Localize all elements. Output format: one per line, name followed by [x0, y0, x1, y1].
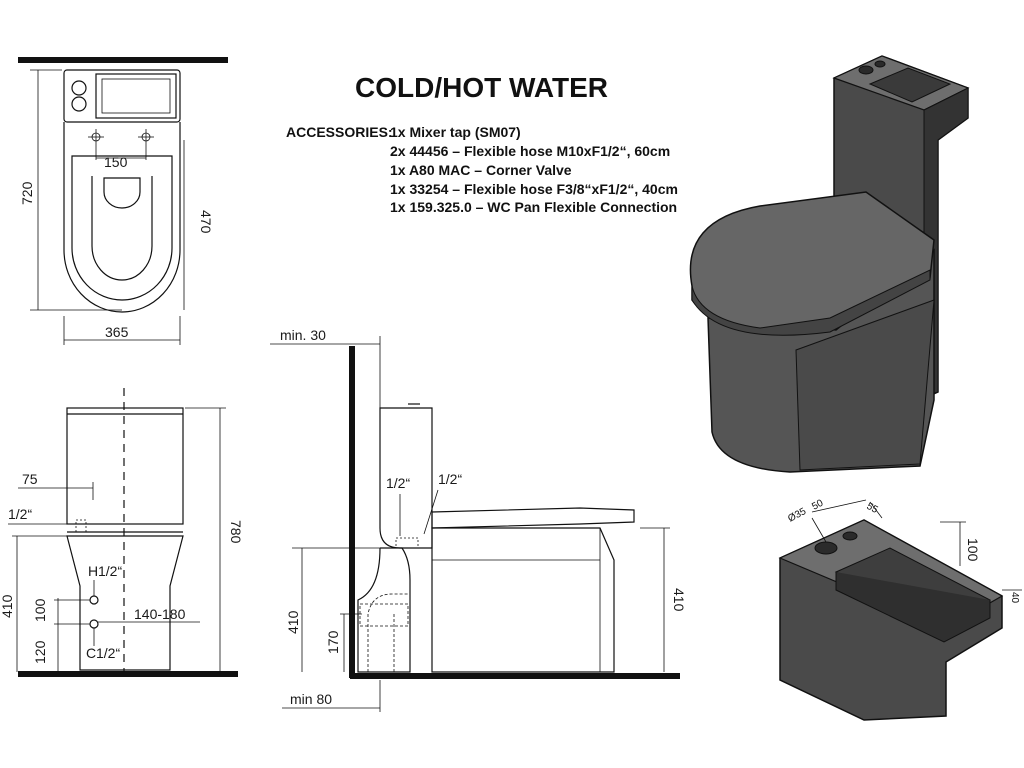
thread-right: 1/2“ [438, 471, 462, 487]
cold-label: C [86, 645, 96, 661]
pan-height-dim: 410 [671, 588, 687, 612]
pan-bowl [91, 176, 153, 281]
basin-inner [101, 78, 171, 114]
accessory-item: 1x 33254 – Flexible hose F3/8“xF1/2“, 40… [390, 181, 678, 197]
rim-dim: 40 [1009, 592, 1020, 604]
outlet-height-dim: 170 [325, 630, 341, 654]
hot-thread: 1/2“ [98, 563, 122, 579]
total-length-dim: 720 [19, 181, 35, 205]
hole-spacing-dim: 150 [104, 154, 128, 170]
seat-side [431, 507, 635, 529]
inlet-height-dim: 120 [32, 640, 48, 664]
offset-dim: 75 [22, 471, 38, 487]
inlet-height-dim: 410 [285, 610, 301, 634]
toilet-render [689, 55, 970, 473]
cistern-outline [63, 69, 181, 123]
waste-pipe [357, 547, 411, 673]
cistern-front [66, 407, 184, 525]
cold-inlet [89, 619, 99, 629]
pan-depth-dim: 470 [198, 210, 214, 234]
top-view: 150 720 470 365 [18, 57, 228, 345]
thread-label: 1/2“ [8, 506, 32, 522]
cold-thread: 1/2“ [96, 645, 120, 661]
min-clearance-top: min. 30 [280, 327, 326, 343]
basin-outline [95, 73, 177, 119]
accessories-label: ACCESSORIES: [286, 124, 393, 140]
pan-outline [63, 122, 181, 313]
button-icon [71, 80, 87, 96]
seat-height-dim: 410 [0, 594, 15, 618]
basin-depth-dim: 100 [965, 538, 981, 562]
pan-front [66, 535, 184, 671]
accessory-item: 1x A80 MAC – Corner Valve [390, 162, 572, 178]
width-dim: 365 [105, 324, 129, 340]
offset-b-dim: 55 [865, 501, 880, 516]
offset-a-dim: 50 [810, 498, 825, 513]
accessory-item: 1x 159.325.0 – WC Pan Flexible Connectio… [390, 199, 677, 215]
pan-side [431, 527, 615, 673]
height-dim: 780 [228, 520, 244, 544]
accessory-item: 1x Mixer tap (SM07) [390, 124, 521, 140]
thread-left: 1/2“ [386, 475, 410, 491]
cistern-side [379, 407, 433, 549]
hot-label: H [88, 563, 98, 579]
front-view: 75 1/2“ 780 410 H 1/2“ C 1/2“ 100 120 14… [0, 388, 244, 677]
gap-dim: 100 [32, 598, 48, 622]
accessory-item: 2x 44456 – Flexible hose M10xF1/2“, 60cm [390, 143, 670, 159]
min-clearance-bottom: min 80 [290, 691, 332, 707]
spread-dim: 140-180 [134, 606, 186, 622]
pan-seat [71, 155, 173, 301]
cistern-detail: Ø35 50 55 100 40 [778, 498, 1022, 721]
drain-hole [103, 177, 141, 209]
tap-hole-dim: Ø35 [786, 506, 808, 525]
diagram-title: COLD/HOT WATER [355, 72, 608, 103]
side-view: min. 30 1/2“ 1/2“ 410 170 410 m [270, 327, 687, 712]
button-icon [71, 96, 87, 112]
hot-inlet [89, 595, 99, 605]
